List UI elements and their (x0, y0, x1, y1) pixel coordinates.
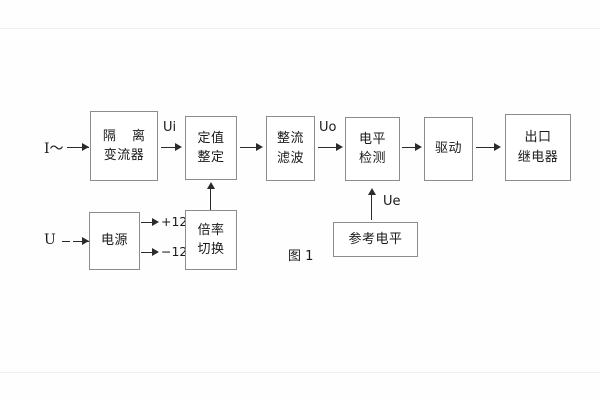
block-range-switch[interactable]: 倍率 切换 (185, 210, 237, 270)
page-rule-bottom (0, 372, 600, 373)
current-input-label: I～ (44, 141, 64, 157)
arrow-rectifier-to-level (336, 143, 343, 151)
voltage-input-label: U (44, 232, 56, 248)
connector-reference-to-level (371, 194, 372, 220)
connector-isolation-to-setting (161, 147, 177, 148)
block-rectifier-filter-line1: 整流 (276, 131, 304, 146)
arrow-input-to-isolation (82, 143, 89, 151)
block-setting-adjustment-line2: 整定 (197, 150, 225, 165)
signal-label-ue: Ue (383, 194, 401, 209)
block-range-switch-line2: 切换 (197, 242, 225, 257)
connector-rectifier-to-level (318, 147, 336, 148)
block-range-switch-line1: 倍率 (197, 222, 225, 238)
connector-level-to-driver (402, 147, 417, 148)
block-reference-level-line1: 参考电平 (348, 231, 403, 247)
arrow-isolation-to-setting (175, 143, 182, 151)
connector-input-to-power-supply (73, 241, 89, 242)
block-power-supply[interactable]: 电源 (89, 212, 140, 270)
connector-input-to-isolation (67, 147, 89, 148)
arrow-rail-negative (152, 248, 159, 256)
arrow-driver-to-output-relay (494, 143, 501, 151)
block-level-detection-line1: 电平 (358, 131, 386, 147)
signal-label-ui: Ui (163, 120, 177, 135)
block-output-relay-line1: 出口 (524, 130, 552, 145)
block-output-relay[interactable]: 出口 继电器 (505, 114, 571, 181)
block-isolation-transformer-line2: 变流器 (103, 148, 145, 163)
connector-setting-to-rectifier (240, 147, 258, 148)
signal-label-uo: Uo (319, 120, 337, 135)
arrow-reference-to-level (368, 188, 376, 195)
block-isolation-transformer[interactable]: 隔 离 变流器 (90, 111, 158, 181)
block-rectifier-filter-line2: 滤波 (276, 150, 304, 166)
connector-rail-negative (141, 252, 155, 253)
block-rectifier-filter[interactable]: 整流 滤波 (266, 116, 315, 181)
connector-range-switch-to-setting (210, 188, 211, 210)
arrow-rail-positive (152, 218, 159, 226)
block-driver-line1: 驱动 (434, 141, 462, 157)
block-setting-adjustment[interactable]: 定值 整定 (185, 116, 237, 180)
arrow-level-to-driver (415, 143, 422, 151)
block-level-detection-line2: 检测 (358, 151, 386, 166)
block-driver[interactable]: 驱动 (424, 117, 473, 181)
block-isolation-transformer-line1: 隔 离 (102, 128, 152, 144)
page-rule-top (0, 28, 600, 29)
connector-driver-to-output-relay (476, 147, 496, 148)
block-output-relay-line2: 继电器 (517, 149, 559, 165)
figure-caption: 图 1 (288, 249, 314, 264)
block-reference-level[interactable]: 参考电平 (333, 222, 418, 257)
block-power-supply-line1: 电源 (100, 233, 128, 249)
block-setting-adjustment-line1: 定值 (197, 130, 225, 146)
arrow-range-switch-to-setting (207, 182, 215, 189)
connector-rail-positive (141, 222, 155, 223)
connector-input-dash (62, 241, 70, 242)
block-level-detection[interactable]: 电平 检测 (345, 117, 400, 181)
arrow-input-to-power-supply (82, 237, 89, 245)
arrow-setting-to-rectifier (256, 143, 263, 151)
